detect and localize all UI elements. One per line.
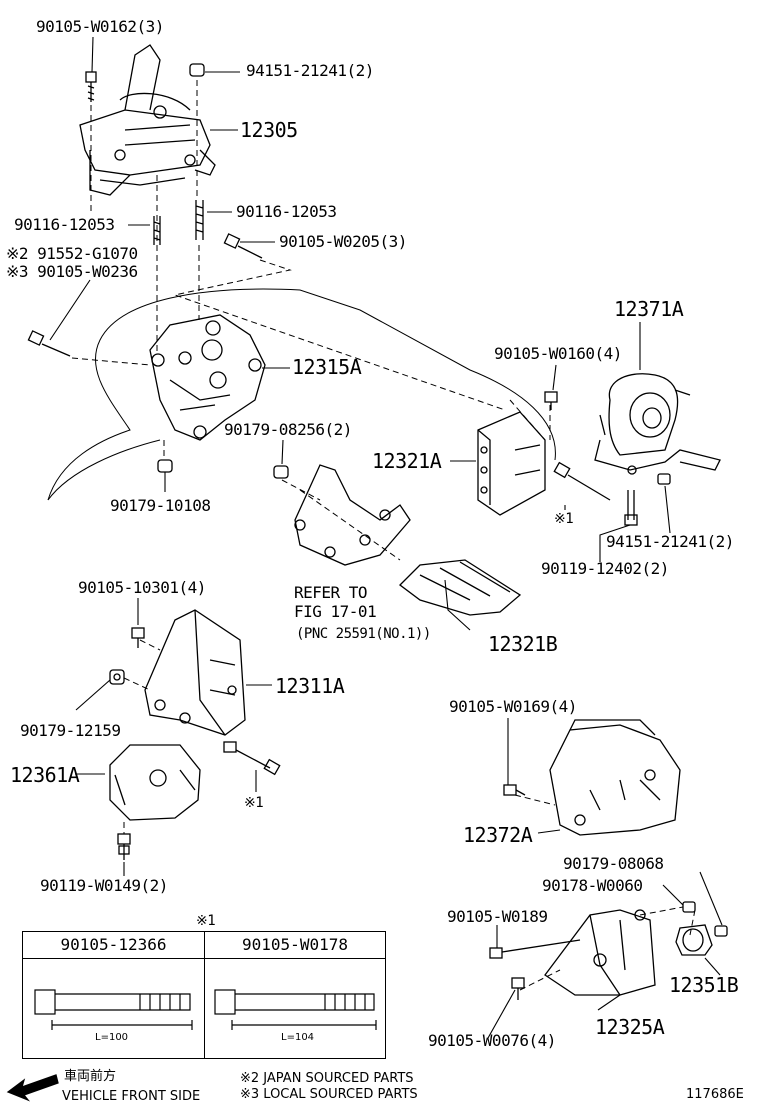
bolt-length-table: 90105-12366 L=100 90105-W0178 L=104 xyxy=(22,931,386,1059)
note-japan-sourced: ※2 JAPAN SOURCED PARTS xyxy=(240,1071,414,1086)
label-90105-w0076[interactable]: 90105-W0076(4) xyxy=(428,1031,556,1050)
mount-12351B-drawing xyxy=(675,924,713,956)
label-90105-w0162[interactable]: 90105-W0162(3) xyxy=(36,17,164,36)
bracket-12315A-drawing xyxy=(149,314,266,441)
bolt-right-drawing xyxy=(553,461,611,501)
table-col-2-length: L=104 xyxy=(281,1032,315,1043)
refer-to-line1: REFER TO xyxy=(294,583,368,602)
label-12351b[interactable]: 12351B xyxy=(669,973,739,997)
label-90105-w0205[interactable]: 90105-W0205(3) xyxy=(279,232,407,251)
bracket-08256-drawing xyxy=(294,464,411,566)
refer-to-line3: (PNC 25591(NO.1)) xyxy=(296,626,431,642)
label-90178-w0060[interactable]: 90178-W0060 xyxy=(542,876,643,895)
mark-1-lower: ※1 xyxy=(244,795,264,811)
nut-08068-drawing xyxy=(714,925,728,937)
label-91552-g1070[interactable]: ※2 91552-G1070 xyxy=(6,244,138,263)
bolt-w0076-drawing xyxy=(511,977,525,1000)
note-local-sourced: ※3 LOCAL SOURCED PARTS xyxy=(240,1087,418,1102)
bolt-top-left-drawing xyxy=(85,71,97,102)
label-12361a[interactable]: 12361A xyxy=(10,763,80,787)
bolt-w0149-drawing xyxy=(117,833,131,860)
label-90179-10108[interactable]: 90179-10108 xyxy=(110,496,211,515)
mark-1-upper: ※1 xyxy=(554,511,574,527)
mount-12371A-drawing xyxy=(594,373,721,475)
front-arrow-icon xyxy=(6,1074,59,1102)
label-12311a[interactable]: 12311A xyxy=(275,674,345,698)
bolt-w0205-drawing xyxy=(223,233,263,259)
refer-to-line2[interactable]: FIG 17-01 xyxy=(294,602,377,621)
table-col-2: 90105-W0178 L=104 xyxy=(205,932,385,1058)
figure-code: 117686E xyxy=(686,1087,744,1102)
mount-bracket-12305-drawing xyxy=(79,44,216,196)
dashed-guide-lines xyxy=(71,80,696,991)
stud-left-drawing xyxy=(153,216,161,245)
nut-top-drawing xyxy=(189,63,205,77)
bracket-12325A-drawing xyxy=(544,909,656,996)
table-mark: ※1 xyxy=(196,913,216,929)
mount-12361A-drawing xyxy=(109,744,201,821)
label-12325a[interactable]: 12325A xyxy=(595,1015,665,1039)
table-bolt-drawings xyxy=(34,989,377,1030)
label-90105-w0189[interactable]: 90105-W0189 xyxy=(447,907,548,926)
label-12315a[interactable]: 12315A xyxy=(292,355,362,379)
label-90105-w0160[interactable]: 90105-W0160(4) xyxy=(494,344,622,363)
bolt-w0189-drawing xyxy=(489,939,581,959)
bolt-10301-drawing xyxy=(131,627,145,648)
plate-12321B-drawing xyxy=(399,559,522,616)
mount-12372A-drawing xyxy=(549,719,681,836)
label-12321b[interactable]: 12321B xyxy=(488,632,558,656)
front-label-jp: 車両前方 xyxy=(64,1069,117,1084)
engine-outline xyxy=(47,288,556,501)
nut-w0060-drawing xyxy=(682,901,696,913)
label-90105-10301[interactable]: 90105-10301(4) xyxy=(78,578,206,597)
stud-right-drawing xyxy=(195,200,204,240)
leader-lines xyxy=(49,36,723,1039)
label-90119-w0149[interactable]: 90119-W0149(2) xyxy=(40,876,168,895)
nut-10108-drawing xyxy=(157,459,173,473)
nut-08256-drawing xyxy=(273,465,289,479)
bolt-w0169-drawing xyxy=(503,784,526,796)
bolt-w0160-drawing xyxy=(544,391,558,410)
bracket-12321A-drawing xyxy=(477,411,546,516)
table-col-1-length: L=100 xyxy=(95,1032,129,1043)
label-94151-21241-right[interactable]: 94151-21241(2) xyxy=(606,532,734,551)
label-12305[interactable]: 12305 xyxy=(240,118,298,142)
nut-21241-drawing xyxy=(657,473,671,485)
bolt-12402-drawing xyxy=(624,490,638,526)
table-col-2-header[interactable]: 90105-W0178 xyxy=(205,932,385,959)
label-94151-21241-top[interactable]: 94151-21241(2) xyxy=(246,61,374,80)
bolt-left-drawing xyxy=(27,330,71,357)
bolt-diag-drawing xyxy=(223,741,281,776)
label-90179-12159[interactable]: 90179-12159 xyxy=(20,721,121,740)
bracket-12311A-drawing xyxy=(144,609,246,736)
label-90105-w0236[interactable]: ※3 90105-W0236 xyxy=(6,262,138,281)
table-col-1: 90105-12366 L=100 xyxy=(23,932,205,1058)
label-12372a[interactable]: 12372A xyxy=(463,823,533,847)
label-90105-w0169[interactable]: 90105-W0169(4) xyxy=(449,697,577,716)
table-col-1-header[interactable]: 90105-12366 xyxy=(23,932,204,959)
label-12371a[interactable]: 12371A xyxy=(614,297,684,321)
label-90116-12053-right[interactable]: 90116-12053 xyxy=(236,202,337,221)
label-12321a[interactable]: 12321A xyxy=(372,449,442,473)
label-90179-08068[interactable]: 90179-08068 xyxy=(563,854,664,873)
front-label-en: VEHICLE FRONT SIDE xyxy=(62,1089,201,1104)
engine-outline-lower xyxy=(47,439,161,501)
label-90116-12053-left[interactable]: 90116-12053 xyxy=(14,215,115,234)
label-90179-08256[interactable]: 90179-08256(2) xyxy=(224,420,352,439)
label-90119-12402[interactable]: 90119-12402(2) xyxy=(541,559,669,578)
nut-12159-drawing xyxy=(109,669,125,685)
